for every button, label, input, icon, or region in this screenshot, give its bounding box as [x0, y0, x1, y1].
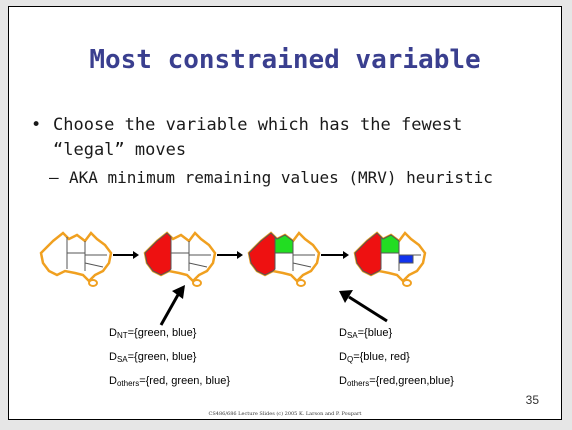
domain-label: DSA={green, blue} [109, 351, 197, 364]
australia-map-sequence [39, 231, 427, 326]
domain-label: Dothers={red,green,blue} [339, 375, 454, 388]
pointer-arrow-icon [339, 290, 388, 323]
pointer-arrow-icon [159, 285, 185, 326]
domain-label: DNT={green, blue} [109, 327, 197, 340]
domain-label: Dothers={red, green, blue} [109, 375, 231, 388]
right-arrow-icon [113, 251, 139, 259]
australia-map-wa-red-nt-green [247, 231, 321, 287]
sub-bullet-marker: – [49, 168, 59, 187]
australia-map-wa-red-nt-green-sa-blue [353, 231, 427, 287]
right-arrow-icon [217, 251, 243, 259]
domain-label: DQ={blue, red} [339, 351, 410, 364]
bullet-marker: • [31, 115, 42, 135]
bullet-item: • Choose the variable which has the fewe… [31, 113, 521, 163]
australia-map-wa-red [143, 231, 217, 287]
australia-map-uncolored [39, 231, 113, 287]
page-number: 35 [525, 393, 539, 407]
right-arrow-icon [321, 251, 349, 259]
sub-bullet-text: AKA minimum remaining values (MRV) heuri… [69, 168, 493, 187]
slide-title: Most constrained variable [89, 45, 481, 75]
sub-bullet-item: – AKA minimum remaining values (MRV) heu… [49, 167, 519, 189]
domain-label: DSA={blue} [339, 327, 393, 340]
slide-footer: CS486/686 Lecture Slides (c) 2005 K. Lar… [208, 411, 362, 417]
slide: Most constrained variable • Choose the v… [8, 6, 562, 420]
bullet-text: Choose the variable which has the fewest… [53, 115, 463, 160]
